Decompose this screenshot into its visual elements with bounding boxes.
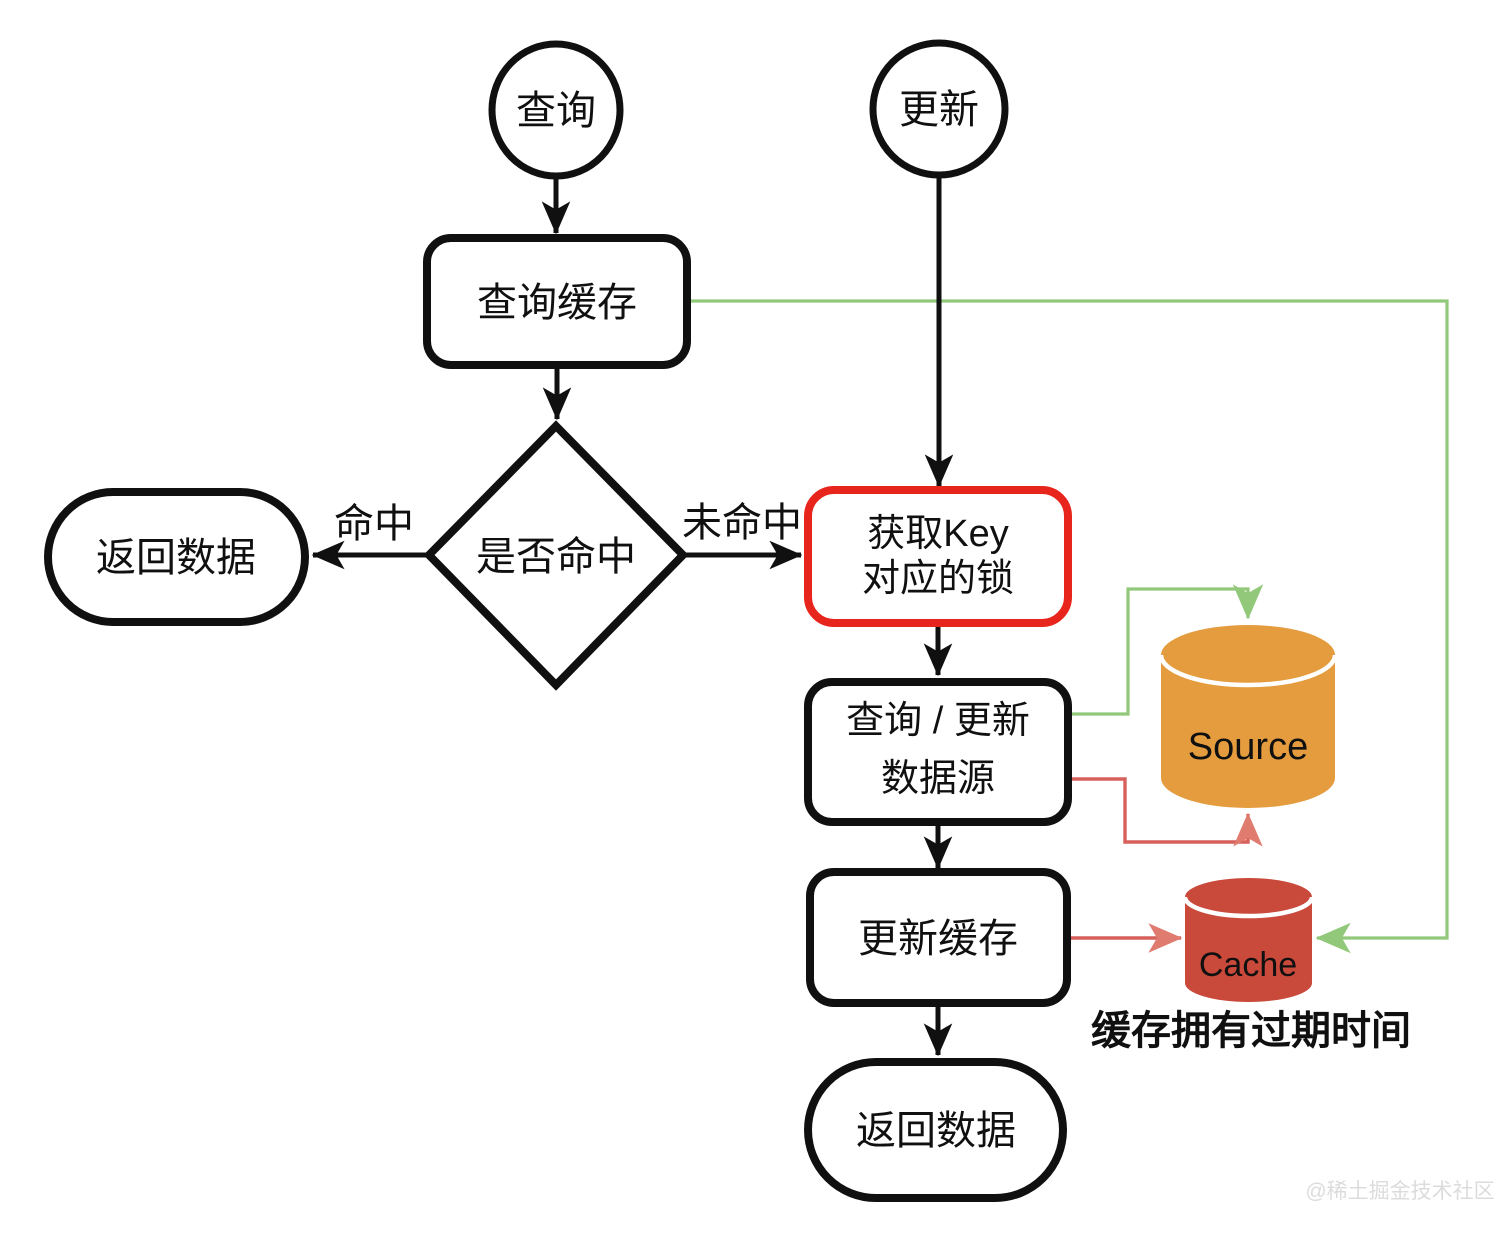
cache-db-label: Cache	[1199, 946, 1297, 984]
query-update-source-line2: 数据源	[881, 758, 995, 800]
query-cache-label: 查询缓存	[477, 281, 637, 325]
node-return-data-bottom: 返回数据	[804, 1058, 1067, 1202]
start-query-label: 查询	[516, 89, 596, 133]
acquire-lock-box	[804, 486, 1072, 627]
node-query-update-source: 查询 / 更新 数据源	[804, 678, 1072, 826]
edge-query-cache-to-cache-green	[687, 299, 1449, 954]
hit-decision-label: 是否命中	[476, 535, 636, 579]
update-cache-label: 更新缓存	[858, 917, 1018, 961]
edge-source-box-to-source-green	[1068, 584, 1264, 716]
cache-cylinder-separator	[1182, 896, 1315, 919]
watermark: @稀土掘金技术社区	[1305, 1180, 1494, 1203]
hit-decision-diamond	[423, 420, 689, 691]
node-acquire-lock: 获取Key 对应的锁	[804, 486, 1072, 627]
edge-label-miss: 未命中	[682, 501, 802, 545]
node-query-cache: 查询缓存	[423, 234, 691, 369]
start-update-label: 更新	[899, 88, 979, 132]
node-start-query: 查询	[488, 40, 624, 180]
query-cache-box	[423, 234, 691, 369]
node-hit-decision: 是否命中	[423, 420, 689, 691]
return-data-left-label: 返回数据	[96, 536, 256, 580]
annotation-cache-expiry: 缓存拥有过期时间	[1091, 1009, 1411, 1053]
query-update-source-line1: 查询 / 更新	[846, 700, 1030, 742]
cache-cylinder-body	[1185, 878, 1312, 1002]
query-update-source-box	[804, 678, 1072, 826]
start-query-circle	[488, 40, 624, 180]
update-cache-box	[806, 868, 1071, 1007]
edge-label-hit: 命中	[334, 502, 414, 546]
source-db-label: Source	[1188, 726, 1308, 768]
return-data-left-shape	[44, 488, 309, 626]
source-cylinder-body	[1161, 625, 1335, 808]
edge-source-box-to-source-red	[1068, 777, 1263, 847]
node-return-data-left: 返回数据	[44, 488, 309, 626]
node-update-cache: 更新缓存	[806, 868, 1071, 1007]
start-update-circle	[869, 39, 1009, 179]
acquire-lock-line2: 对应的锁	[862, 558, 1014, 600]
source-cylinder-separator	[1158, 654, 1338, 688]
node-start-update: 更新	[869, 39, 1009, 179]
return-data-bottom-shape	[804, 1058, 1067, 1202]
acquire-lock-line1: 获取Key	[867, 513, 1008, 555]
db-source-cylinder: Source	[1158, 625, 1338, 808]
return-data-bottom-label: 返回数据	[856, 1109, 1016, 1153]
db-cache-cylinder: Cache	[1182, 878, 1315, 1002]
